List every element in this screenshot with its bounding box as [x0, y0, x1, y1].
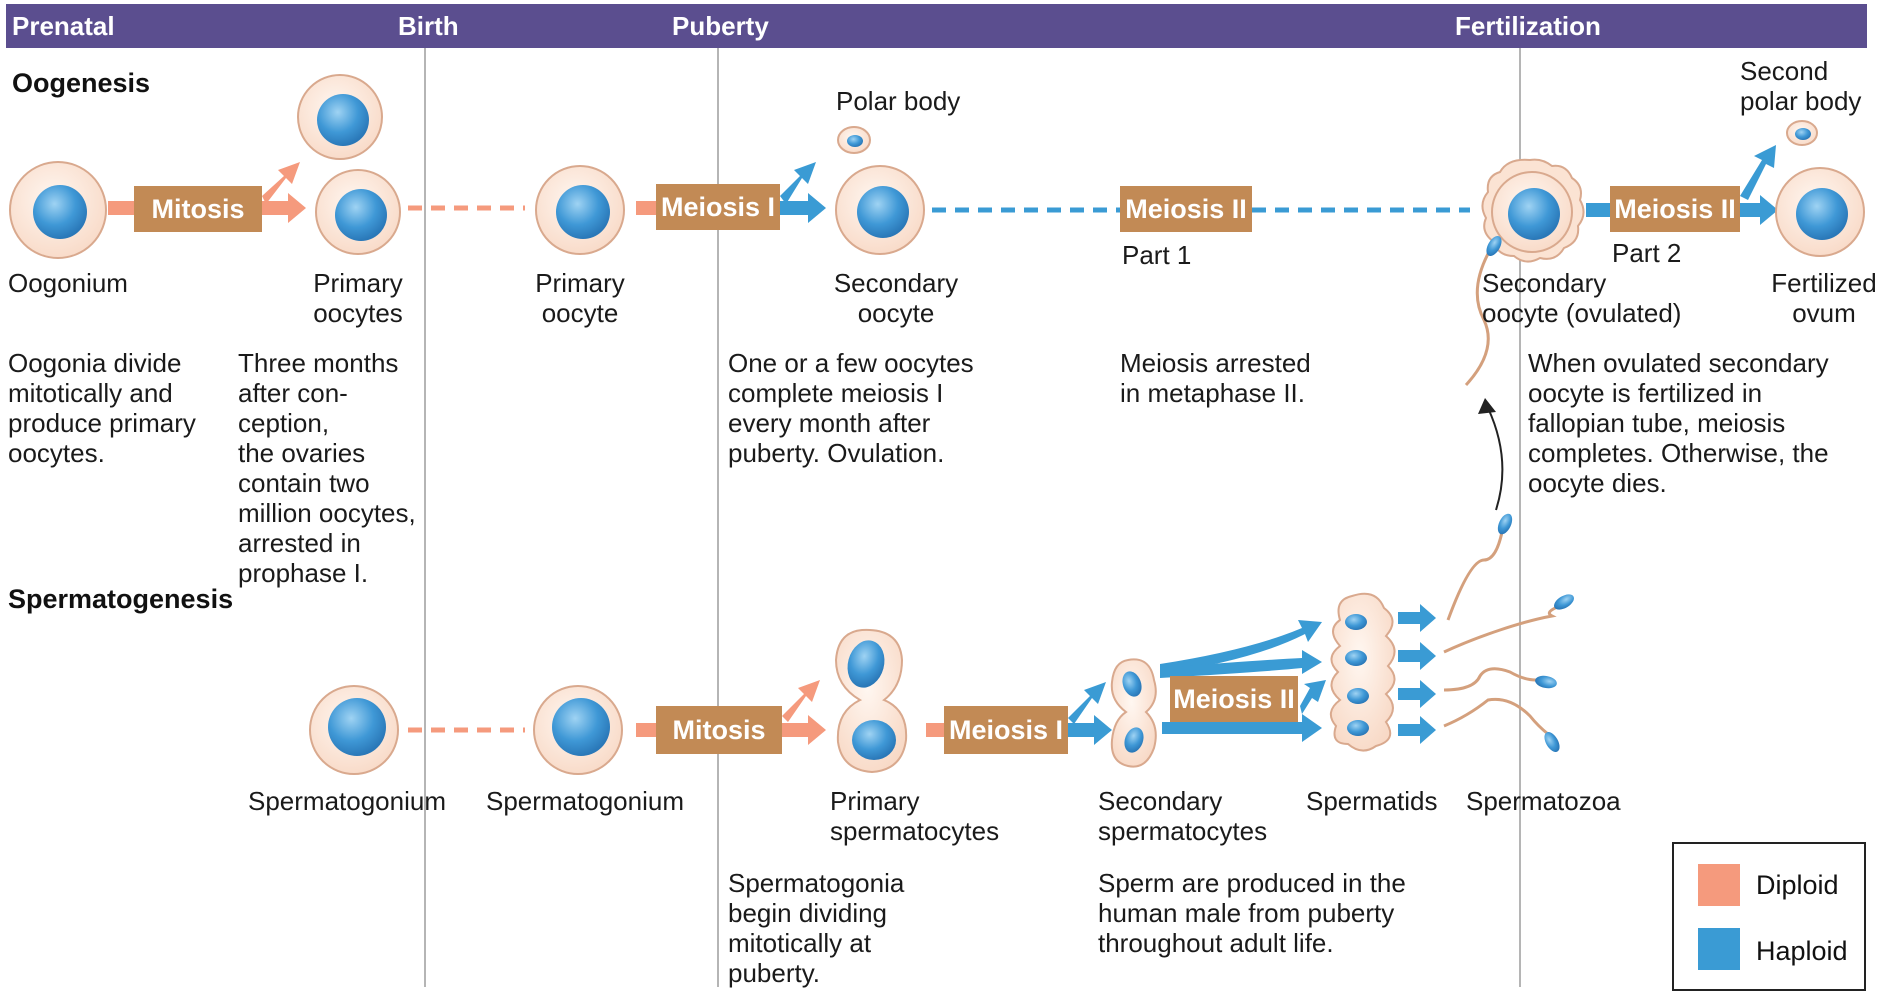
spermatid-arrow-1	[1398, 604, 1436, 632]
part-1-label: Part 1	[1122, 240, 1192, 270]
spermatogonium-cell-1	[309, 685, 399, 775]
stage-birth: Birth	[398, 11, 459, 41]
sp-meiosis2-arrow-bottom	[1162, 714, 1322, 742]
spermatogonium-2-label: Spermatogonium	[486, 786, 684, 816]
mitosis-arrow-to-primary-oocyte	[262, 193, 306, 223]
note-oogonia: Oogonia divide mitotically and produce p…	[8, 348, 196, 468]
sp-meiosis2-arrow-second	[1160, 650, 1322, 678]
meiosis2-arrow-to-fertilized-ovum	[1740, 195, 1778, 225]
sp-meiosis1-arrow-up	[1068, 682, 1106, 724]
secondary-oocyte-cell	[835, 165, 925, 255]
primary-spermatocytes-cell	[834, 628, 908, 774]
oogonium-label: Oogonium	[8, 268, 128, 298]
sp-mitosis-box: Mitosis	[656, 706, 782, 754]
oo-meiosis2-part2-box: Meiosis II	[1610, 186, 1740, 232]
stage-puberty: Puberty	[672, 11, 769, 41]
spermatids-cell-group	[1329, 592, 1396, 752]
spermatogonium-1-label: Spermatogonium	[248, 786, 446, 816]
haploid-legend-label: Haploid	[1756, 936, 1848, 966]
fertilized-ovum-cell	[1775, 167, 1865, 257]
spermatid-arrow-2	[1398, 642, 1436, 670]
spermatozoon-2	[1443, 594, 1574, 654]
diploid-legend-label: Diploid	[1756, 870, 1839, 900]
spermatid-arrow-4	[1398, 716, 1436, 744]
oo-mitosis-box: Mitosis	[134, 186, 262, 232]
sp-mitosis-arrow-right	[782, 715, 826, 745]
secondary-spermatocytes-cell	[1110, 658, 1157, 768]
spermatogonium-to-mitosis-arrow	[636, 723, 656, 737]
primary-oocyte-to-meiosis1-arrow	[636, 201, 656, 215]
secondary-oocyte-label: Secondary oocyte	[833, 268, 959, 328]
oo-meiosis1-box: Meiosis I	[656, 184, 780, 230]
note-sperm-production: Sperm are produced in the human male fro…	[1098, 868, 1406, 958]
timeline-header-band	[6, 4, 1867, 48]
ovulated-to-meiosis2-arrow	[1586, 203, 1610, 217]
second-polar-body-label: Second polar body	[1740, 56, 1862, 116]
note-three-months: Three months after con- ception, the ova…	[238, 348, 416, 588]
haploid-swatch	[1698, 928, 1740, 970]
note-spermatogonia: Spermatogonia begin dividing mitotically…	[728, 868, 905, 988]
oo-meiosis2-part1-box: Meiosis II	[1120, 186, 1252, 232]
note-ovulated: When ovulated secondary oocyte is fertil…	[1528, 348, 1829, 498]
spermatozoon-3	[1443, 667, 1557, 692]
stage-fertilization: Fertilization	[1455, 11, 1601, 41]
mitosis-arrow-up-to-primary-oocyte	[262, 162, 300, 204]
meiosis1-arrow-to-polar-body	[780, 162, 816, 204]
primary-spermatocytes-to-meiosis1-arrow	[926, 723, 944, 737]
polar-body-cell	[837, 126, 871, 154]
primary-oocyte-upper-cell	[297, 74, 383, 160]
primary-oocyte-label: Primary oocyte	[535, 268, 625, 328]
sp-meiosis1-arrow-right	[1068, 715, 1112, 745]
sp-meiosis2-arrow-third	[1300, 680, 1326, 714]
oogenesis-title: Oogenesis	[12, 68, 151, 98]
note-arrested: Meiosis arrested in metaphase II.	[1120, 348, 1311, 408]
fertilizing-sperm	[1464, 236, 1502, 387]
fertilized-ovum-label: Fertilized ovum	[1771, 268, 1877, 328]
spermatids-label: Spermatids	[1306, 786, 1438, 816]
note-monthly-meiosis: One or a few oocytes complete meiosis I …	[728, 348, 974, 468]
spermatid-arrow-3	[1398, 680, 1436, 708]
sperm-to-oocyte-arrowhead	[1478, 398, 1496, 414]
diploid-swatch	[1698, 864, 1740, 906]
meiosis2-arrow-to-second-polar-body	[1740, 145, 1776, 200]
second-polar-body-cell	[1786, 120, 1818, 146]
sp-mitosis-arrow-up	[782, 680, 820, 722]
primary-oocyte-lower-cell	[315, 169, 401, 255]
secondary-oocyte-ovulated-label: Secondary oocyte (ovulated)	[1482, 268, 1682, 328]
ovulated-secondary-oocyte-cell	[1481, 158, 1585, 263]
spermatozoon-4	[1443, 697, 1560, 752]
secondary-spermatocytes-label: Secondary spermatocytes	[1098, 786, 1268, 846]
spermatogenesis-title: Spermatogenesis	[8, 584, 234, 614]
spermatogonium-cell-2	[533, 685, 623, 775]
primary-spermatocytes-label: Primary spermatocytes	[830, 786, 1000, 846]
sp-meiosis2-box: Meiosis II	[1170, 676, 1298, 722]
spermatozoon-1	[1446, 513, 1513, 621]
oogonium-cell	[9, 161, 107, 259]
part-2-label: Part 2	[1612, 238, 1682, 268]
polar-body-label: Polar body	[836, 86, 961, 116]
primary-oocyte-cell	[535, 165, 625, 255]
sp-meiosis1-box: Meiosis I	[944, 706, 1068, 754]
sp-meiosis2-arrow-top	[1160, 620, 1322, 674]
primary-oocytes-label: Primary oocytes	[313, 268, 403, 328]
spermatozoa-label: Spermatozoa	[1466, 786, 1621, 816]
stage-prenatal: Prenatal	[12, 11, 115, 41]
meiosis1-arrow-to-secondary-oocyte	[780, 193, 826, 223]
oogonium-to-mitosis-arrow	[108, 201, 134, 215]
sperm-to-oocyte-curved-arrow	[1487, 407, 1504, 511]
legend: Diploid Haploid	[1672, 842, 1866, 991]
